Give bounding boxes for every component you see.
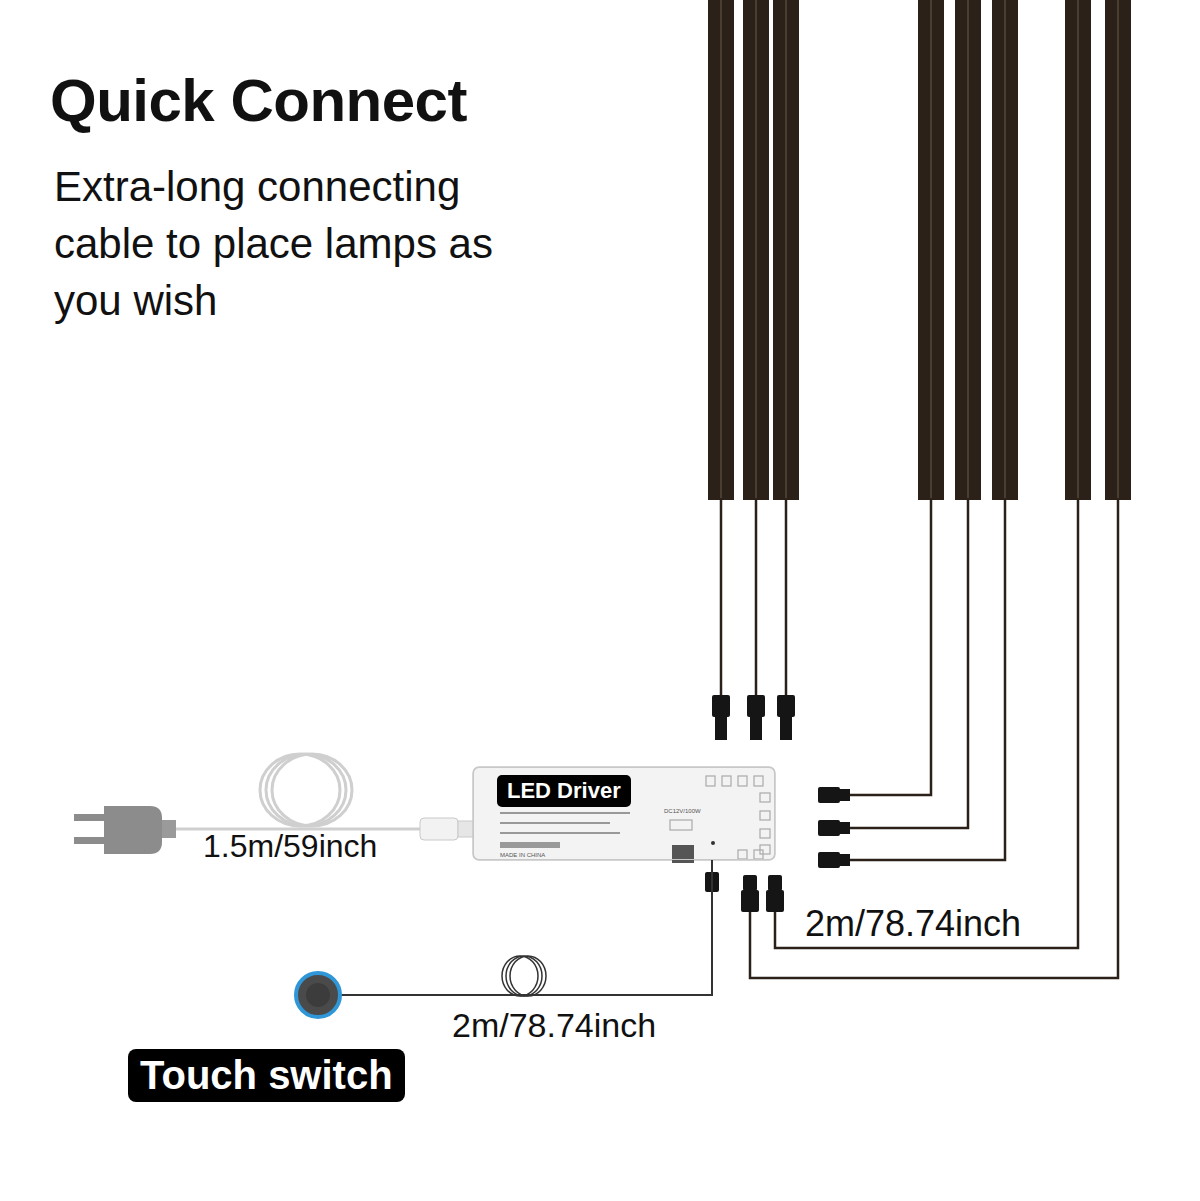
switch-cable-connector xyxy=(412,860,712,995)
lamp-bar xyxy=(992,0,1018,500)
title: Quick Connect xyxy=(50,66,467,135)
lamp-bars xyxy=(708,0,1131,500)
dimension-label: 2m/78.74inch xyxy=(803,903,1023,944)
lamp-bar xyxy=(1065,0,1091,500)
lamp-bar xyxy=(955,0,981,500)
led-driver: LED Driver xyxy=(473,767,775,860)
driver-marking: DC12V/100W xyxy=(664,808,701,815)
lamp-bar xyxy=(773,0,799,500)
switch-cable xyxy=(338,956,546,996)
dimension-label: 2m/78.74inch xyxy=(452,1006,656,1045)
lamp-bar xyxy=(1105,0,1131,500)
led-driver-housing xyxy=(473,767,775,863)
lamp-bar xyxy=(743,0,769,500)
driver-plug xyxy=(420,818,474,840)
lamp-bar xyxy=(708,0,734,500)
lamp-wires xyxy=(721,500,1118,978)
lamp-bar xyxy=(918,0,944,500)
driver-marking: MADE IN CHINA xyxy=(500,852,545,859)
power-cable xyxy=(176,754,425,829)
subtitle: Extra-long connecting cable to place lam… xyxy=(54,158,509,329)
switch-label: Touch switch xyxy=(128,1049,405,1102)
power-plug xyxy=(74,806,176,854)
dimension-label: 1.5m/59inch xyxy=(203,828,377,865)
touch-switch: Touch switch xyxy=(128,970,412,1102)
touch-switch-icon xyxy=(296,973,340,1017)
driver-label: LED Driver xyxy=(497,775,631,807)
